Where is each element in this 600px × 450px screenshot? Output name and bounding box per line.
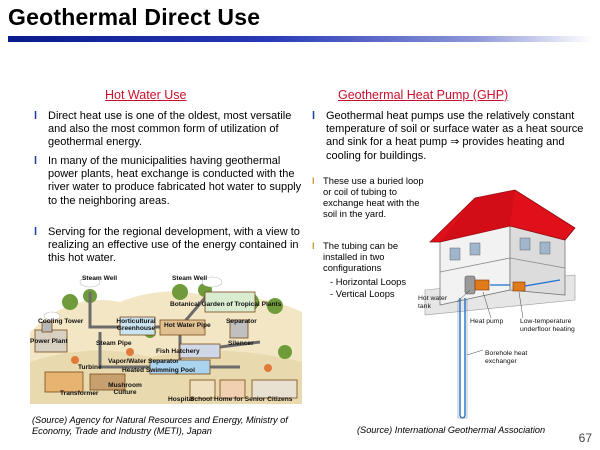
- left-source-note: (Source) Agency for Natural Resources an…: [32, 415, 288, 436]
- label-hospital: Hospital: [168, 396, 195, 403]
- house-drawing: [424, 189, 576, 419]
- right-bullet-small-1-text: These use a buried loop or coil of tubin…: [323, 175, 424, 219]
- ghp-house-diagram: Hot water tank Heat pump Low-temperature…: [415, 180, 585, 425]
- label-vapor-water-separator: Vapor/Water Separator: [108, 358, 179, 365]
- geothermal-town-illustration: Steam Well Steam Well Botanical Garden o…: [30, 272, 302, 404]
- bullet-marker: l: [312, 110, 316, 122]
- label-borehole-heat-exchanger: Borehole heat exchanger: [485, 350, 528, 365]
- left-bullet-3-text: Serving for the regional development, wi…: [48, 226, 300, 265]
- label-silencer: Silencer: [228, 340, 254, 347]
- right-source-note: (Source) International Geothermal Associ…: [357, 425, 546, 435]
- right-bullet-small-1: l These use a buried loop or coil of tubi…: [312, 175, 425, 219]
- label-steam-pipe: Steam Pipe: [96, 340, 132, 347]
- page-number: 67: [578, 431, 592, 445]
- label-underfloor-heating: Low-temperature underfloor heating: [520, 318, 575, 333]
- label-steam-well-1: Steam Well: [82, 275, 118, 282]
- label-horticultural-greenhouse: Horticultural Greenhouse: [116, 318, 156, 332]
- left-bullet-3: l Serving for the regional development, w…: [34, 226, 310, 266]
- left-bullet-1-text: Direct heat use is one of the oldest, mo…: [48, 110, 292, 149]
- label-separator: Separator: [226, 318, 257, 325]
- label-heat-pump: Heat pump: [470, 318, 504, 325]
- bullet-marker: l: [312, 175, 315, 186]
- ghp-heading: Geothermal Heat Pump (GHP): [338, 88, 509, 102]
- left-bullet-2: l In many of the municipalities having ge…: [34, 155, 310, 208]
- right-bullet-main: l Geothermal heat pumps use the relativel…: [312, 110, 588, 163]
- title-underline-bar: [8, 36, 592, 42]
- right-bullet-small-2: l The tubing can be installed in two conf…: [312, 240, 425, 273]
- right-bullet-main-text: Geothermal heat pumps use the relatively…: [326, 110, 584, 162]
- label-fish-hatchery: Fish Hatchery: [156, 348, 200, 355]
- bullet-marker: l: [34, 226, 38, 238]
- label-senior-citizens: Home for Senior Citizens: [214, 396, 293, 403]
- page-title: Geothermal Direct Use: [8, 4, 261, 30]
- label-hot-water-pipe: Hot Water Pipe: [164, 322, 211, 329]
- label-steam-well-2: Steam Well: [172, 275, 208, 282]
- bullet-marker: l: [34, 110, 38, 122]
- left-bullet-1: l Direct heat use is one of the oldest, m…: [34, 110, 310, 150]
- label-school: School: [190, 396, 212, 403]
- bullet-marker: l: [312, 240, 315, 251]
- label-power-plant: Power Plant: [30, 338, 68, 345]
- config-vertical-loops: - Vertical Loops: [330, 288, 395, 299]
- bullet-marker: l: [34, 155, 38, 167]
- label-turbine: Turbine: [78, 364, 102, 371]
- left-bullet-2-text: In many of the municipalities having geo…: [48, 155, 302, 207]
- label-hot-water-tank: Hot water tank: [418, 295, 448, 310]
- label-mushroom-culture: Mushroom Culture: [108, 382, 142, 396]
- label-heated-swimming-pool: Heated Swimming Pool: [122, 367, 195, 374]
- town-drawing: [30, 276, 302, 404]
- hot-water-use-heading: Hot Water Use: [105, 88, 187, 102]
- label-botanical-garden: Botanical Garden of Tropical Plants: [170, 301, 282, 308]
- label-transformer: Transformer: [60, 390, 99, 397]
- config-horizontal-loops: - Horizontal Loops: [330, 276, 407, 287]
- right-bullet-small-2-text: The tubing can be installed in two confi…: [323, 240, 399, 273]
- label-cooling-tower: Cooling Tower: [38, 318, 84, 325]
